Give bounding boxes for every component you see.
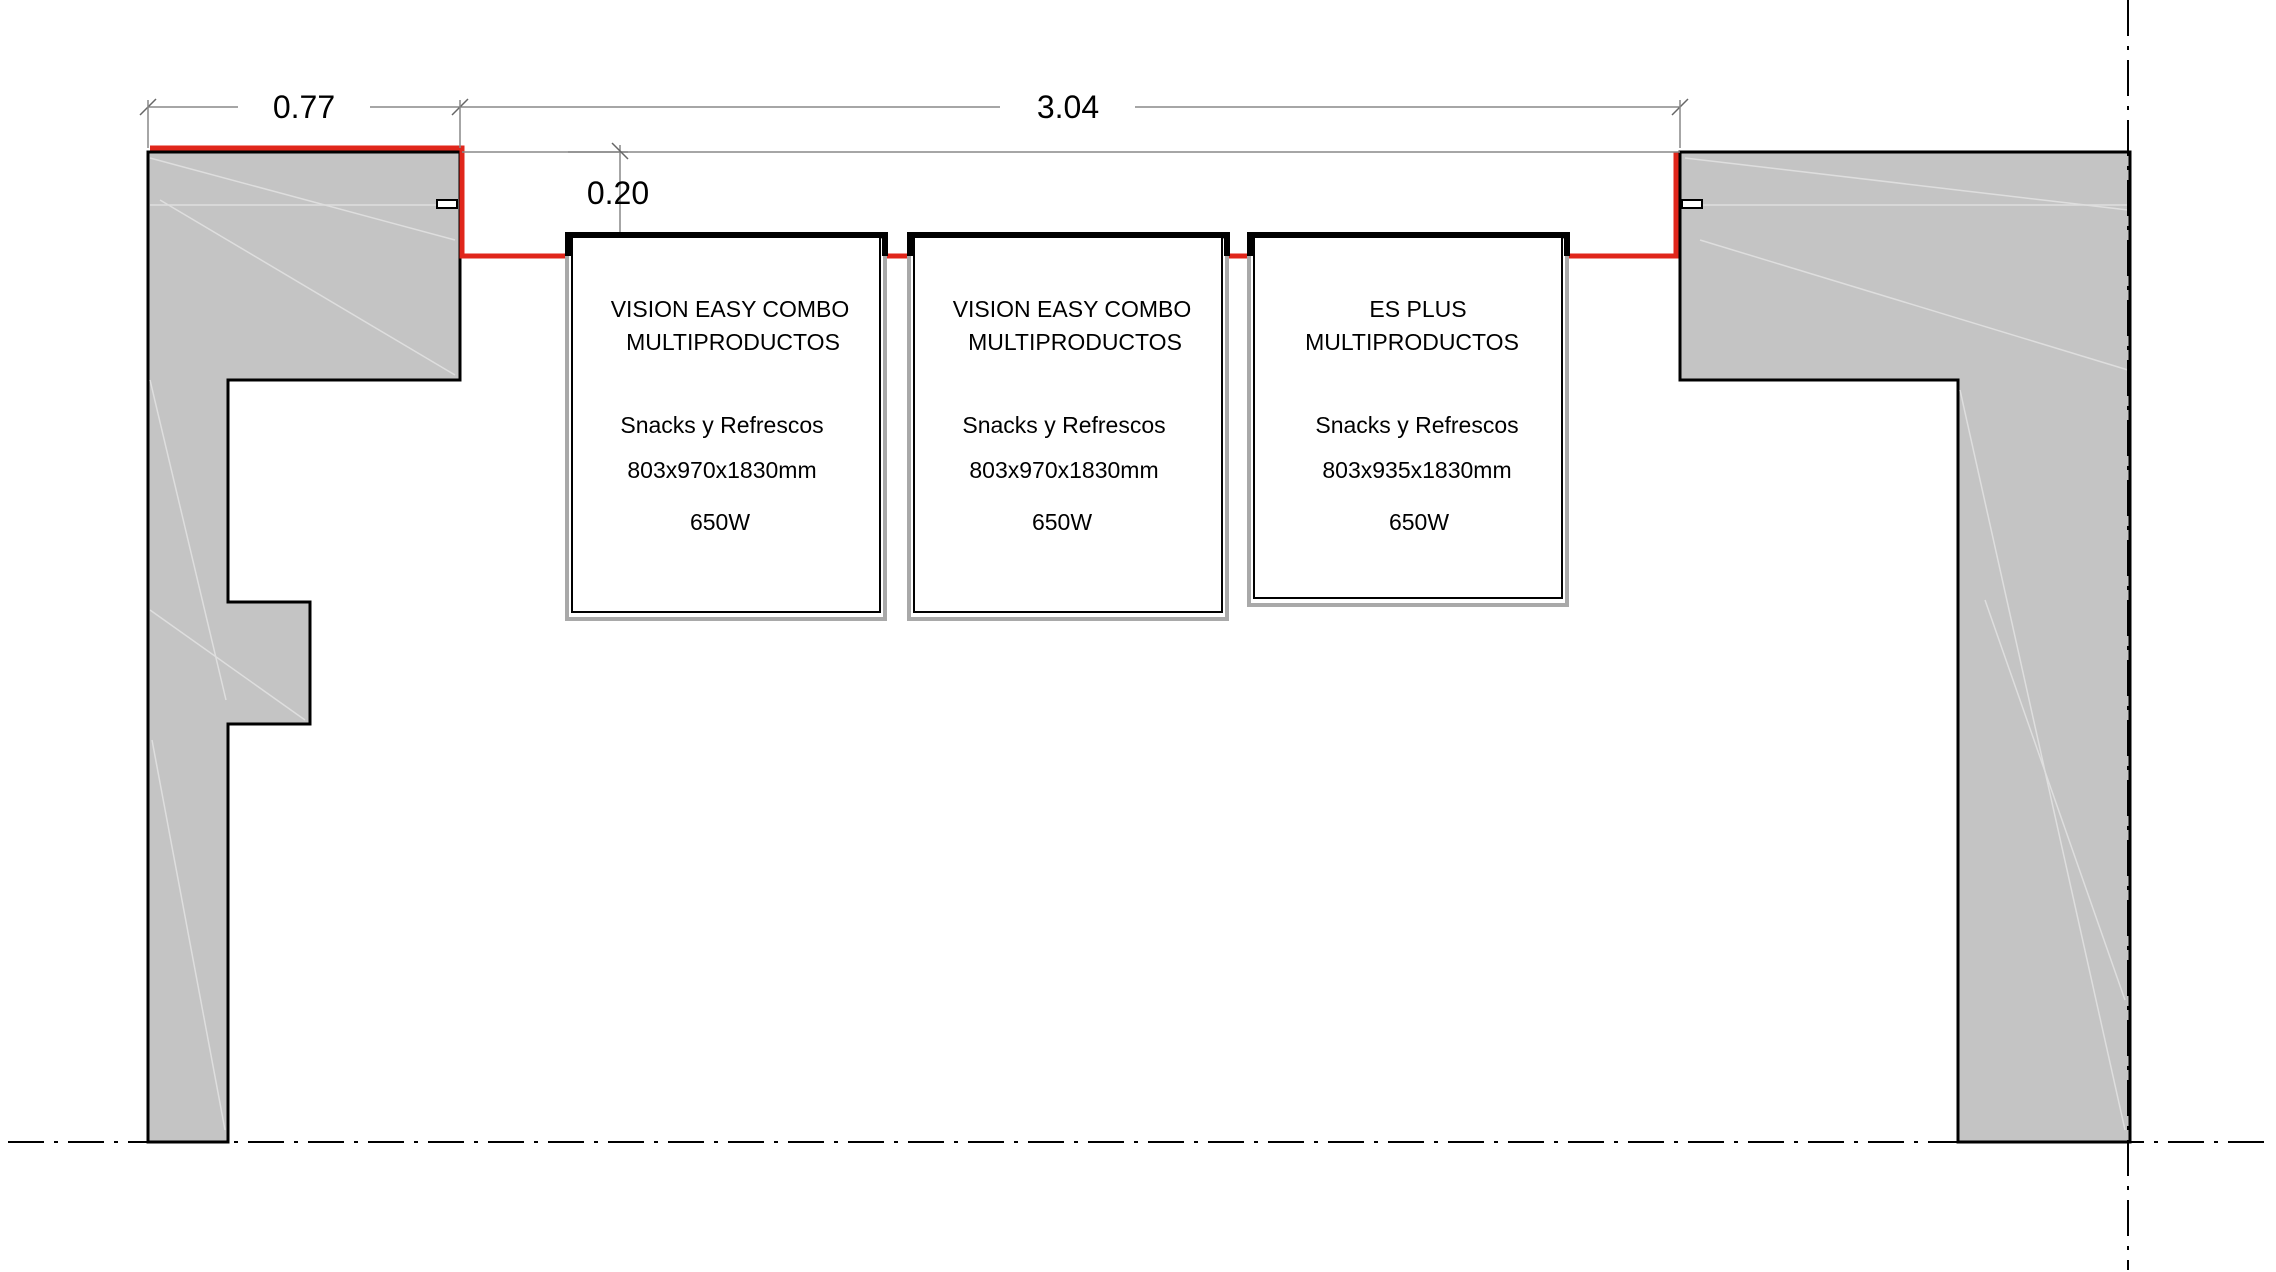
machine-size: 803x935x1830mm	[1322, 457, 1511, 483]
machine-power: 650W	[1032, 509, 1092, 535]
dimensions: 0.77 3.04 0.20	[139, 89, 1689, 232]
machine-title-line1: ES PLUS	[1369, 296, 1466, 322]
dimension-opening-width: 3.04	[1037, 89, 1099, 125]
machine-title-line2: MULTIPRODUCTOS	[1305, 329, 1519, 355]
machine-title-line1: VISION EASY COMBO	[953, 296, 1192, 322]
machine-title-line1: VISION EASY COMBO	[611, 296, 850, 322]
right-wall	[1678, 150, 2132, 1144]
vending-machine-2: VISION EASY COMBO MULTIPRODUCTOS Snacks …	[907, 232, 1230, 621]
machine-category: Snacks y Refrescos	[620, 412, 823, 438]
dimension-offset: 0.20	[587, 175, 649, 211]
wall-anchor-right	[1681, 199, 1703, 209]
machine-category: Snacks y Refrescos	[962, 412, 1165, 438]
left-wall	[146, 150, 462, 1144]
wall-finish-line	[150, 145, 1679, 259]
machine-size: 803x970x1830mm	[969, 457, 1158, 483]
vending-machine-3: ES PLUS MULTIPRODUCTOS Snacks y Refresco…	[1247, 232, 1570, 607]
machine-size: 803x970x1830mm	[627, 457, 816, 483]
dimension-left-width: 0.77	[273, 89, 335, 125]
machine-title-line2: MULTIPRODUCTOS	[626, 329, 840, 355]
machine-title-line2: MULTIPRODUCTOS	[968, 329, 1182, 355]
machine-category: Snacks y Refrescos	[1315, 412, 1518, 438]
machine-power: 650W	[690, 509, 750, 535]
wall-anchor-left	[436, 199, 458, 209]
machine-power: 650W	[1389, 509, 1449, 535]
vending-machine-1: VISION EASY COMBO MULTIPRODUCTOS Snacks …	[565, 232, 888, 621]
